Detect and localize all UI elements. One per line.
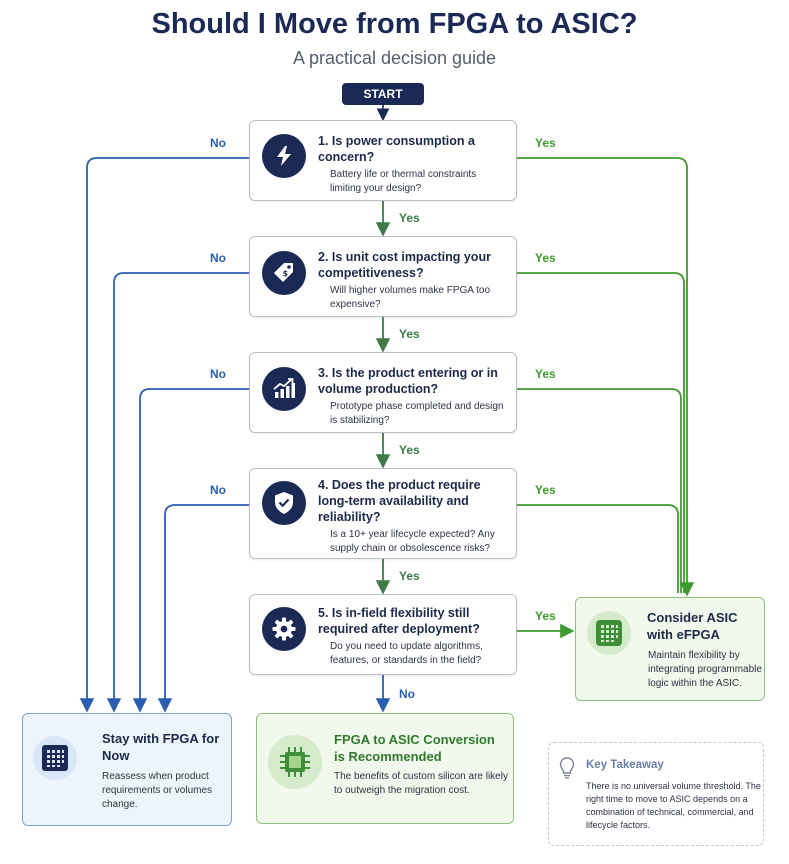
page-title: Should I Move from FPGA to ASIC? <box>151 8 638 40</box>
outcome-title: Consider ASIC with eFPGA <box>647 610 738 642</box>
edge-label-no: No <box>399 687 415 701</box>
outcome-recommend-asic: FPGA to ASIC Conversion is Recommended T… <box>256 713 514 824</box>
lightbulb-icon <box>559 757 575 779</box>
efpga-grid-icon <box>587 611 631 655</box>
page-subtitle: A practical decision guide <box>292 48 497 68</box>
edge-label-yes: Yes <box>399 327 420 341</box>
shield-check-icon <box>262 481 306 525</box>
chip-icon <box>268 735 322 789</box>
outcome-consider-asic-efpga: Consider ASIC with eFPGA Maintain flexib… <box>575 597 765 701</box>
key-takeaway-note: Key Takeaway There is no universal volum… <box>548 742 764 846</box>
outcome-title: FPGA to ASIC Conversion is Recommended <box>334 732 495 764</box>
question-subtitle: Prototype phase completed and design is … <box>330 401 504 426</box>
question-title: 4. Does the product require long-term av… <box>318 478 481 524</box>
question-subtitle: Is a 10+ year lifecycle expected? Any su… <box>330 529 495 554</box>
edge-label-yes: Yes <box>535 483 556 497</box>
question-subtitle: Will higher volumes make FPGA too expens… <box>330 285 491 310</box>
question-box-power: 1. Is power consumption a concern? Batte… <box>249 120 517 201</box>
outcome-stay-with-fpga: Stay with FPGA for Now Reassess when pro… <box>22 713 232 826</box>
edge-label-yes: Yes <box>535 609 556 623</box>
fpga-grid-icon <box>33 736 77 780</box>
question-title: 5. Is in-field flexibility still require… <box>318 606 480 636</box>
edge-label-yes: Yes <box>399 569 420 583</box>
edge-label-yes: Yes <box>535 367 556 381</box>
takeaway-body: There is no universal volume threshold. … <box>586 781 761 830</box>
edge-label-yes: Yes <box>399 211 420 225</box>
outcome-body: Maintain flexibility by integrating prog… <box>648 650 762 689</box>
bar-chart-growth-icon <box>262 367 306 411</box>
gear-icon <box>262 607 306 651</box>
edge-label-yes: Yes <box>399 443 420 457</box>
question-box-in-field-flexibility: 5. Is in-field flexibility still require… <box>249 594 517 675</box>
takeaway-title: Key Takeaway <box>586 759 664 771</box>
question-title: 1. Is power consumption a concern? <box>318 134 475 164</box>
question-box-long-term: 4. Does the product require long-term av… <box>249 468 517 559</box>
edge-label-no: No <box>210 367 226 381</box>
edge-label-no: No <box>210 483 226 497</box>
edge-label-no: No <box>210 251 226 265</box>
question-box-unit-cost: $ 2. Is unit cost impacting your competi… <box>249 236 517 317</box>
price-tag-icon: $ <box>262 251 306 295</box>
question-title: 3. Is the product entering or in volume … <box>318 366 498 396</box>
question-title: 2. Is unit cost impacting your competiti… <box>318 250 491 280</box>
edge-label-yes: Yes <box>535 136 556 150</box>
question-subtitle: Do you need to update algorithms, featur… <box>330 641 483 666</box>
outcome-title: Stay with FPGA for Now <box>102 731 220 763</box>
svg-text:$: $ <box>283 269 289 278</box>
question-subtitle: Battery life or thermal constraints limi… <box>330 169 477 194</box>
outcome-body: Reassess when product requirements or vo… <box>102 771 213 810</box>
edge-label-yes: Yes <box>535 251 556 265</box>
outcome-body: The benefits of custom silicon are likel… <box>334 771 508 796</box>
edge-label-no: No <box>210 136 226 150</box>
lightning-bolt-icon <box>262 134 306 178</box>
question-box-volume-production: 3. Is the product entering or in volume … <box>249 352 517 433</box>
start-node: START <box>342 83 424 105</box>
